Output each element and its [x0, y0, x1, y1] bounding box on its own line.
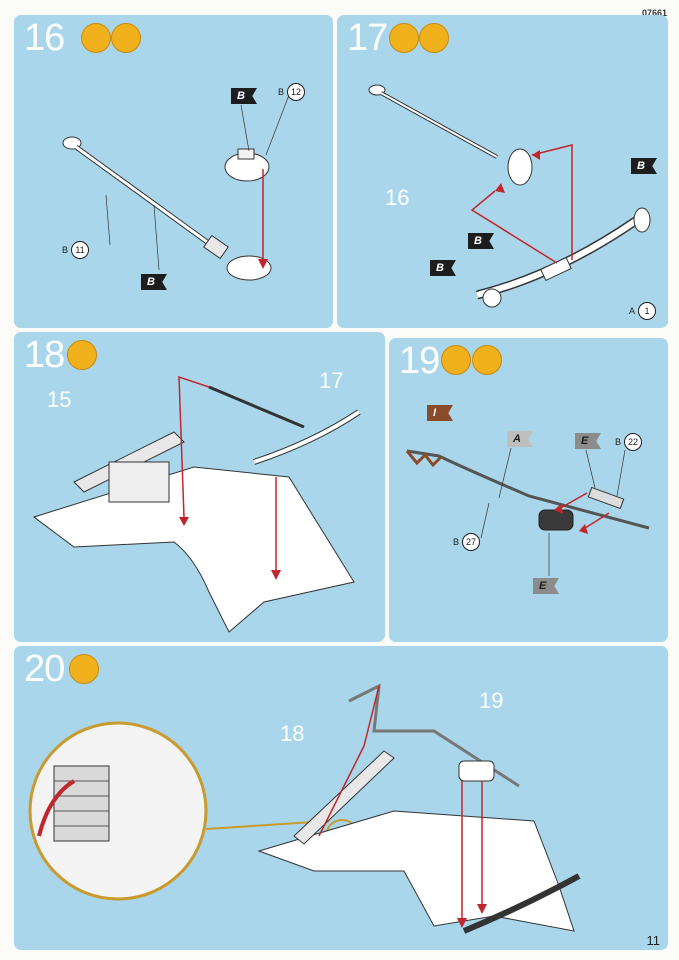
step-20-panel: 20 18 19 11: [14, 646, 668, 950]
glue-icon: [389, 23, 419, 53]
reference-step-label: 15: [47, 387, 72, 412]
step-18-illustration: [32, 375, 361, 633]
step-number: 17: [347, 17, 388, 59]
part-sprue-flag: B: [141, 274, 167, 290]
glue-icon: [67, 340, 97, 370]
page-number: 11: [646, 933, 661, 948]
paint-icon: [111, 23, 141, 53]
part-sprue-flag: E: [575, 433, 601, 449]
part-sprue-flag: B: [231, 88, 257, 104]
reference-step-label: 16: [385, 185, 410, 210]
step-number: 16: [24, 17, 65, 59]
step-16-illustration: [62, 94, 290, 281]
document-code: 07661: [641, 8, 667, 18]
reference-step-label: 18: [280, 721, 305, 746]
part-sprue-flag: B: [631, 158, 657, 174]
step-number: 19: [399, 340, 440, 382]
paint-icon: [472, 345, 502, 375]
glue-icon: [69, 654, 99, 684]
step-17-illustration: [368, 84, 651, 308]
glue-icon: [441, 345, 471, 375]
glue-icon: [81, 23, 111, 53]
step-18-panel: 18 15 17: [14, 332, 385, 642]
step-19-illustration: [405, 447, 650, 576]
step-number: 18: [24, 334, 65, 376]
part-sprue-flag: B: [468, 233, 494, 249]
part-sprue-flag: B: [430, 260, 456, 276]
paint-icon: [419, 23, 449, 53]
part-sprue-flag: I: [427, 405, 453, 421]
step-20-illustration: [28, 683, 581, 934]
part-sprue-flag: E: [533, 578, 559, 594]
reference-step-label: 17: [319, 368, 344, 393]
part-sprue-flag: A: [507, 431, 533, 447]
step-number: 20: [24, 648, 65, 690]
reference-step-label: 19: [479, 688, 504, 713]
